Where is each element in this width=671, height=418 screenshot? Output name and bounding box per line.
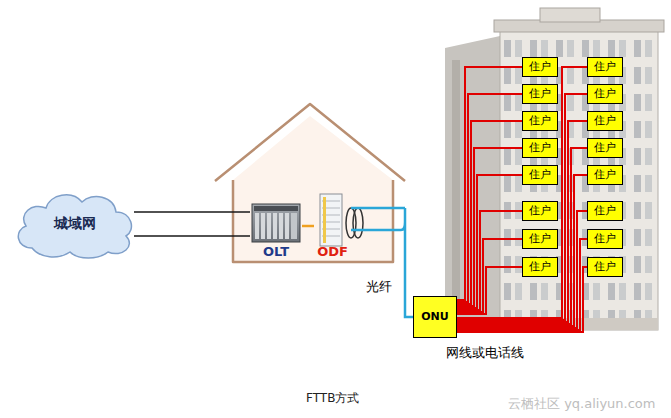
odf-rack-part xyxy=(320,194,342,246)
home-node: 住户 xyxy=(587,84,623,104)
home-label: 住户 xyxy=(594,61,616,74)
olt-device-part xyxy=(255,213,259,239)
fiber-loops-part xyxy=(353,208,363,238)
fiber-loops xyxy=(346,208,363,238)
home-node: 住户 xyxy=(522,165,558,185)
olt-device-part xyxy=(267,213,271,239)
connector-line xyxy=(457,267,522,314)
office-house-part xyxy=(215,104,405,262)
connector-line xyxy=(134,212,250,236)
connector-line xyxy=(457,175,587,326)
apartment-building-part xyxy=(452,60,460,310)
connector-line xyxy=(457,239,522,312)
watermark: 云栖社区 yq.aliyun.com xyxy=(508,396,655,412)
home-node: 住户 xyxy=(522,257,558,277)
odf-node: ODF xyxy=(314,192,351,260)
cloud-label: 城域网 xyxy=(54,215,96,231)
connector-line xyxy=(457,211,522,310)
home-label: 住户 xyxy=(529,169,551,182)
onu-node: ONU xyxy=(413,296,457,338)
cloud-node: 城域网 xyxy=(12,186,138,260)
home-label: 住户 xyxy=(594,233,616,246)
home-label: 住户 xyxy=(594,261,616,274)
office-house-part xyxy=(233,116,393,262)
apartment-building-part xyxy=(445,36,500,330)
home-label: 住户 xyxy=(594,88,616,101)
home-label: 住户 xyxy=(529,142,551,155)
connector-line xyxy=(302,225,314,228)
fiber-label: 光纤 xyxy=(366,279,392,295)
olt-device-part xyxy=(279,213,283,239)
olt-device-part xyxy=(291,213,297,239)
onu-label: ONU xyxy=(421,311,449,324)
connector-line xyxy=(457,67,522,300)
home-node: 住户 xyxy=(522,229,558,249)
connector-line xyxy=(457,148,587,324)
caption: FTTB方式 xyxy=(306,391,359,405)
cable-label: 网线或电话线 xyxy=(446,345,524,361)
home-node: 住户 xyxy=(587,229,623,249)
home-node: 住户 xyxy=(522,111,558,131)
olt-device-part xyxy=(261,213,265,239)
olt-device-part xyxy=(285,213,289,239)
connector-line xyxy=(457,239,587,330)
olt-device-part xyxy=(252,204,300,242)
home-node: 住户 xyxy=(587,257,623,277)
connector-line xyxy=(457,121,587,322)
home-node: 住户 xyxy=(522,201,558,221)
home-label: 住户 xyxy=(529,88,551,101)
home-label: 住户 xyxy=(529,233,551,246)
home-label: 住户 xyxy=(529,115,551,128)
odf-rack xyxy=(320,194,342,246)
home-node: 住户 xyxy=(587,165,623,185)
home-label: 住户 xyxy=(594,142,616,155)
connector-line xyxy=(351,208,413,317)
connector-line xyxy=(457,175,522,308)
olt-device-part xyxy=(273,213,277,239)
cloud-outline xyxy=(18,195,131,258)
home-node: 住户 xyxy=(522,57,558,77)
home-node: 住户 xyxy=(522,84,558,104)
home-node: 住户 xyxy=(522,138,558,158)
home-label: 住户 xyxy=(529,205,551,218)
connector-line xyxy=(457,211,587,328)
connector-line xyxy=(457,148,522,306)
home-node: 住户 xyxy=(587,138,623,158)
home-label: 住户 xyxy=(594,169,616,182)
olt-device-part xyxy=(254,206,298,211)
office-house xyxy=(215,104,405,262)
home-label: 住户 xyxy=(529,261,551,274)
home-label: 住户 xyxy=(529,61,551,74)
odf-label: ODF xyxy=(317,245,348,260)
apartment-building xyxy=(445,8,664,330)
olt-label: OLT xyxy=(263,245,289,260)
home-label: 住户 xyxy=(594,205,616,218)
home-node: 住户 xyxy=(587,111,623,131)
odf-rack-part xyxy=(323,197,326,243)
olt-node: OLT xyxy=(250,202,302,260)
home-label: 住户 xyxy=(594,115,616,128)
apartment-building-part xyxy=(540,8,600,22)
home-node: 住户 xyxy=(587,57,623,77)
connector-line xyxy=(457,94,522,302)
home-node: 住户 xyxy=(587,201,623,221)
olt-device xyxy=(252,204,300,242)
